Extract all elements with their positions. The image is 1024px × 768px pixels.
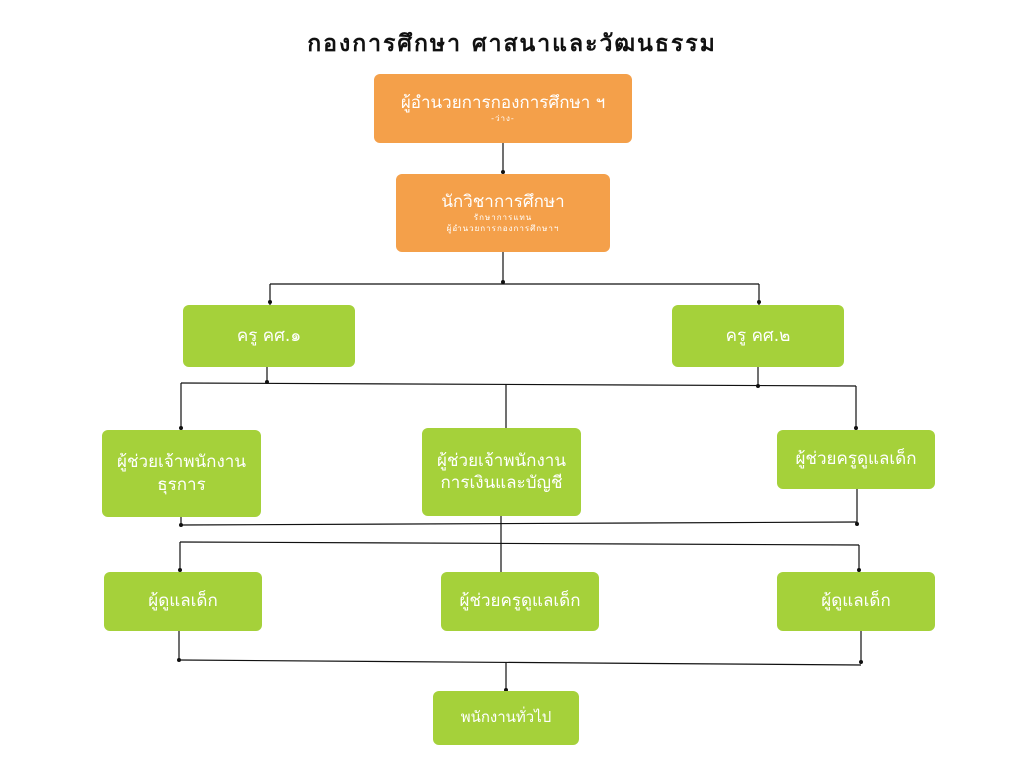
node-label: ผู้ดูแลเด็ก bbox=[821, 591, 891, 612]
junction-dot bbox=[179, 523, 183, 527]
node-label: ธุรการ bbox=[157, 474, 206, 495]
node-label: นักวิชาการศึกษา bbox=[441, 192, 565, 213]
junction-dot bbox=[855, 522, 859, 526]
node-teacher-1: ครู คศ.๑ bbox=[183, 305, 355, 367]
junction-dot bbox=[501, 170, 505, 174]
node-label: ผู้ช่วยครูดูแลเด็ก bbox=[795, 449, 917, 470]
node-director: ผู้อำนวยการกองการศึกษา ฯ -ว่าง- bbox=[374, 74, 632, 143]
junction-dot bbox=[177, 658, 181, 662]
node-label: พนักงานทั่วไป bbox=[460, 708, 552, 727]
junction-dot bbox=[854, 426, 858, 430]
connector bbox=[180, 521, 858, 526]
node-teacher-2: ครู คศ.๒ bbox=[672, 305, 844, 367]
node-sublabel: รักษาการแทน bbox=[473, 213, 533, 223]
junction-dot bbox=[757, 300, 761, 304]
node-sublabel: ผู้อำนวยการกองการศึกษาฯ bbox=[446, 224, 560, 234]
node-assistant-admin: ผู้ช่วยเจ้าพนักงาน ธุรการ bbox=[102, 430, 261, 517]
node-label: ครู คศ.๑ bbox=[236, 325, 302, 346]
node-assistant-finance: ผู้ช่วยเจ้าพนักงาน การเงินและบัญชี bbox=[422, 428, 581, 516]
junction-dot bbox=[178, 568, 182, 572]
junction-dot bbox=[179, 426, 183, 430]
node-caretaker-left: ผู้ดูแลเด็ก bbox=[104, 572, 262, 631]
node-label: ครู คศ.๒ bbox=[725, 325, 791, 346]
node-label: ผู้ช่วยครูดูแลเด็ก bbox=[459, 591, 581, 612]
chart-title: กองการศึกษา ศาสนาและวัฒนธรรม bbox=[307, 31, 717, 57]
node-assistant-teacher-center: ผู้ช่วยครูดูแลเด็ก bbox=[441, 572, 599, 631]
junction-dot bbox=[501, 280, 505, 284]
connector bbox=[179, 541, 860, 546]
node-label: ผู้อำนวยการกองการศึกษา ฯ bbox=[400, 93, 606, 114]
node-label: ผู้ช่วยเจ้าพนักงาน bbox=[117, 452, 246, 473]
junction-dot bbox=[857, 568, 861, 572]
junction-dot bbox=[859, 660, 863, 664]
junction-dot bbox=[756, 384, 760, 388]
node-label: ผู้ช่วยเจ้าพนักงาน bbox=[437, 450, 566, 471]
node-label: ผู้ดูแลเด็ก bbox=[148, 591, 218, 612]
node-general-staff: พนักงานทั่วไป bbox=[433, 691, 579, 745]
connector bbox=[178, 659, 862, 666]
junction-dot bbox=[265, 380, 269, 384]
junction-dot bbox=[268, 300, 272, 304]
connector bbox=[180, 382, 857, 387]
node-sublabel: -ว่าง- bbox=[491, 114, 515, 124]
node-caretaker-right: ผู้ดูแลเด็ก bbox=[777, 572, 935, 631]
node-assistant-teacher-right: ผู้ช่วยครูดูแลเด็ก bbox=[777, 430, 935, 489]
node-academic: นักวิชาการศึกษา รักษาการแทน ผู้อำนวยการก… bbox=[396, 174, 610, 252]
node-label: การเงินและบัญชี bbox=[440, 473, 563, 493]
